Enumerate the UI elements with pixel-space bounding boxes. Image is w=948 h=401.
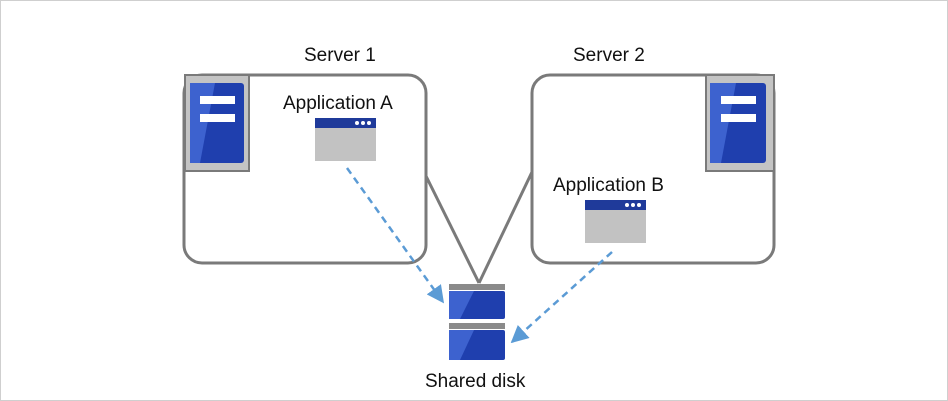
application-b-label: Application B xyxy=(553,175,664,196)
application-a-label: Application A xyxy=(283,93,393,114)
server2-disk-connector xyxy=(477,171,534,284)
server1-server-icon xyxy=(184,74,250,172)
application-a-window-icon xyxy=(315,118,376,161)
shared-disk-label: Shared disk xyxy=(425,371,526,392)
server2-server-icon xyxy=(705,74,775,172)
application-a-to-disk-arrow xyxy=(345,167,445,304)
server1-title: Server 1 xyxy=(304,45,376,66)
server2-title: Server 2 xyxy=(573,45,645,66)
application-b-to-disk-arrow xyxy=(510,251,613,344)
shared-disk-icon xyxy=(449,284,505,360)
application-b-window-icon xyxy=(585,200,646,243)
server1-disk-connector xyxy=(422,171,481,284)
